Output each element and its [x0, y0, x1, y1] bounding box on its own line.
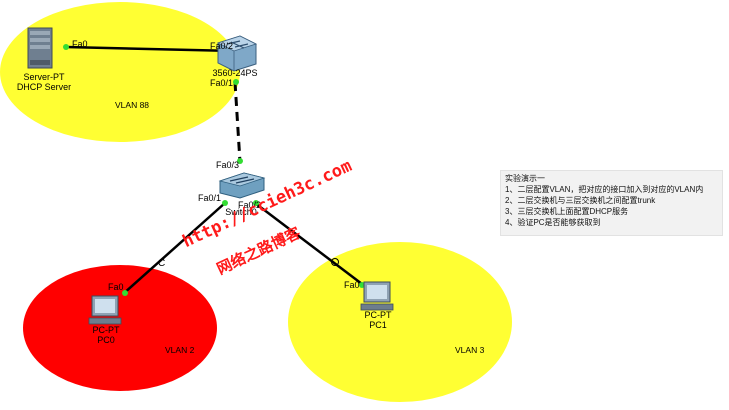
port-dot-pc0: [122, 290, 128, 296]
port-dot-sw-fa0-2: [253, 200, 259, 206]
server-icon[interactable]: [27, 27, 53, 69]
port-label-ml-fa0-2: Fa0/2: [210, 41, 234, 51]
lab-notes: 实验演示一 1、二层配置VLAN，把对应的接口加入到对应的VLAN内 2、二层交…: [500, 170, 723, 236]
port-dot-server: [63, 44, 69, 50]
server-label: Server-PT DHCP Server: [8, 72, 80, 92]
port-dot-sw-fa0-3: [237, 158, 243, 164]
port-dot-ml-fa0-1: [233, 79, 239, 85]
multilayer-switch-icon[interactable]: [216, 35, 258, 72]
port-label-pc1-fa0: Fa0: [344, 280, 360, 290]
multilayer-switch-label: 3560-24PS: [212, 68, 258, 78]
server-name: DHCP Server: [16, 82, 72, 92]
switch-label: Switch0: [225, 207, 257, 217]
notes-item-2: 2、二层交换机与三层交换机之间配置trunk: [505, 196, 656, 205]
pc1-type: PC-PT: [364, 310, 392, 320]
pc0-name: PC0: [97, 335, 115, 345]
link-server-ml[interactable]: [65, 45, 236, 53]
port-label-pc0-fa0: Fa0: [108, 282, 124, 292]
vlan-3-label: VLAN 3: [455, 345, 485, 355]
notes-title: 实验演示一: [505, 174, 545, 183]
port-label-server-fa0: Fa0: [72, 39, 88, 49]
port-label-ml-fa0-1: Fa0/1: [210, 78, 234, 88]
vlan-2-label: VLAN 2: [165, 345, 195, 355]
pc0-icon[interactable]: [88, 295, 122, 325]
link-marker-c: C: [158, 258, 165, 269]
pc0-label: PC-PT PC0: [84, 325, 128, 345]
pc1-icon[interactable]: [360, 281, 394, 311]
link-switch-pc0[interactable]: [122, 202, 226, 295]
pc0-type: PC-PT: [92, 325, 120, 335]
port-label-sw-fa0-2: Fa0/2: [238, 200, 262, 210]
vlan-2-area: [23, 265, 217, 391]
port-label-sw-fa0-1: Fa0/1: [198, 193, 222, 203]
link-switch-pc1[interactable]: [254, 202, 363, 285]
notes-item-3: 3、三层交换机上面配置DHCP服务: [505, 207, 629, 216]
server-type: Server-PT: [23, 72, 65, 82]
vlan-88-area: [0, 2, 240, 142]
port-dot-sw-fa0-1: [222, 200, 228, 206]
vlan-3-area: [288, 242, 512, 402]
notes-item-1: 1、二层配置VLAN，把对应的接口加入到对应的VLAN内: [505, 185, 704, 194]
vlan-88-label: VLAN 88: [115, 100, 150, 110]
pc1-label: PC-PT PC1: [356, 310, 400, 330]
link-marker-o: [331, 258, 339, 266]
switch-icon[interactable]: [218, 172, 266, 199]
link-ml-switch-trunk[interactable]: [233, 81, 242, 163]
notes-item-4: 4、验证PC是否能够获取到: [505, 218, 601, 227]
pc1-name: PC1: [369, 320, 387, 330]
port-label-sw-fa0-3: Fa0/3: [216, 160, 240, 170]
